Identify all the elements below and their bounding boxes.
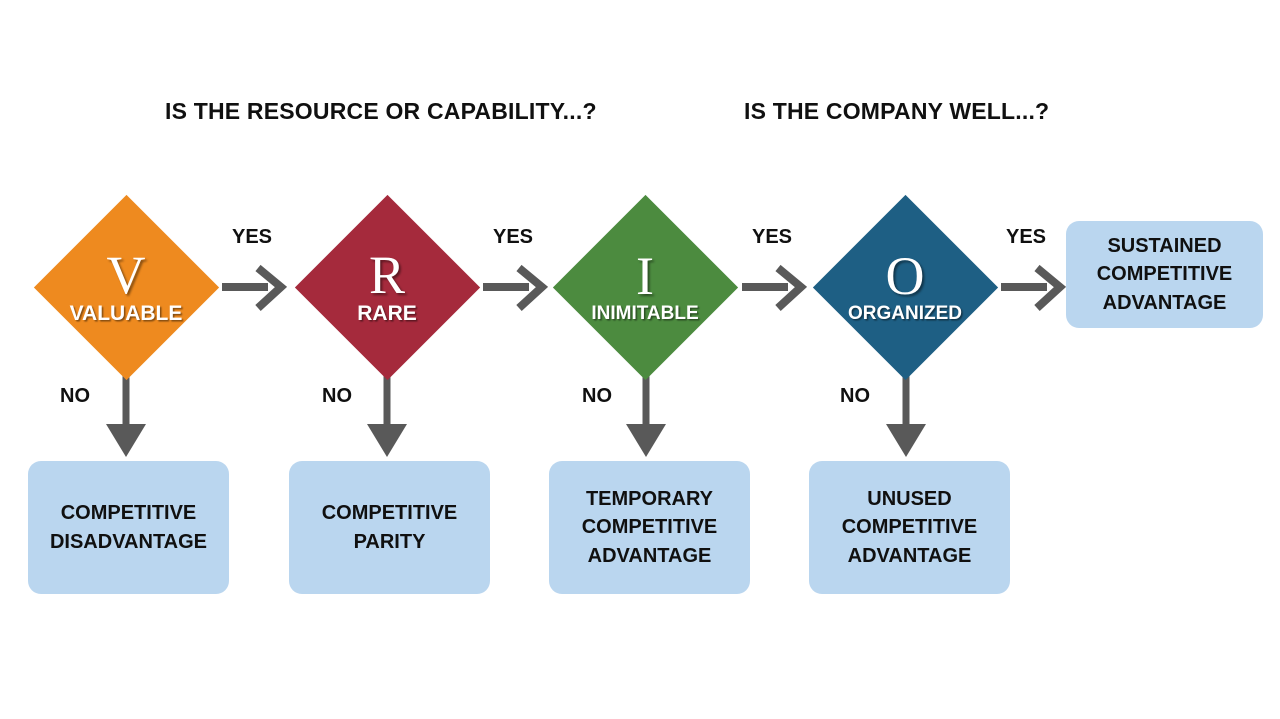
diamond-rare-shape <box>294 194 480 380</box>
diamond-inimitable[interactable]: I INIMITABLE <box>552 194 738 380</box>
arrow-head-i-no <box>626 424 666 457</box>
arrow-head-i-to-o <box>775 264 808 311</box>
arrow-head-r-to-i <box>516 264 549 311</box>
arrow-head-o-to-sustained <box>1034 264 1067 311</box>
edge-label-yes-inimitable: YES <box>752 226 793 248</box>
edge-label-no-inimitable: NO <box>582 385 612 407</box>
diamond-valuable-shape <box>33 194 219 380</box>
arrow-head-v-to-r <box>255 264 288 311</box>
arrow-head-v-no <box>106 424 146 457</box>
edge-label-yes-valuable: YES <box>232 226 273 248</box>
edge-label-no-rare: NO <box>322 385 352 407</box>
diamond-rare[interactable]: R RARE <box>294 194 480 380</box>
diamond-organized[interactable]: O ORGANIZED <box>812 194 998 380</box>
edge-label-yes-organized: YES <box>1006 226 1047 248</box>
arrow-head-r-no <box>367 424 407 457</box>
edge-label-no-valuable: NO <box>60 385 90 407</box>
edge-label-yes-rare: YES <box>493 226 534 248</box>
diamond-inimitable-shape <box>552 194 738 380</box>
heading-company-question: IS THE COMPANY WELL...? <box>744 98 1050 124</box>
heading-resource-question: IS THE RESOURCE OR CAPABILITY...? <box>165 98 597 124</box>
arrow-head-o-no <box>886 424 926 457</box>
diamond-organized-shape <box>812 194 998 380</box>
edge-label-no-organized: NO <box>840 385 870 407</box>
diamond-valuable[interactable]: V VALUABLE <box>33 194 219 380</box>
